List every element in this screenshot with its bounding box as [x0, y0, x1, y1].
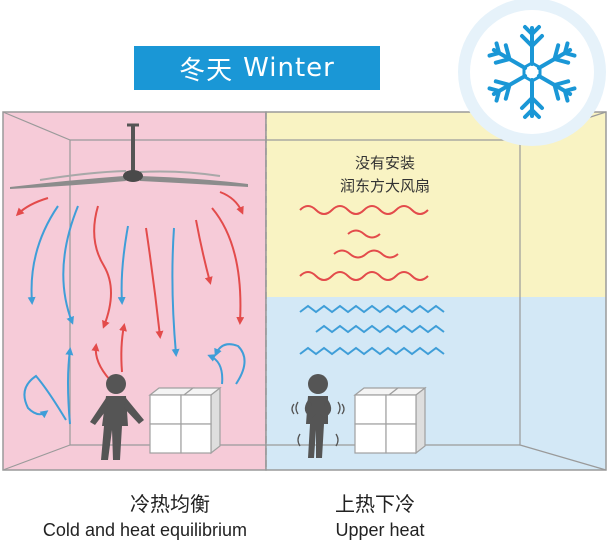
- left-caption-cn: 冷热均衡: [130, 492, 210, 516]
- cold-waves: [299, 304, 445, 356]
- ceiling-fan-icon: [10, 123, 248, 189]
- airflow-arrows: [15, 191, 246, 425]
- right-caption-en: Upper heat: [335, 520, 425, 540]
- season-title-banner: 冬天 Winter: [134, 46, 380, 90]
- right-caption-cn: 上热下冷: [335, 492, 415, 516]
- left-caption-en: Cold and heat equilibrium: [42, 520, 248, 540]
- season-title-cn: 冬天: [179, 55, 234, 86]
- box-stack-right: [353, 386, 427, 455]
- snowflake-icon: [458, 0, 606, 146]
- box-stack-left: [148, 386, 222, 455]
- heat-waves: [299, 205, 429, 281]
- person-shivering-icon: [291, 374, 345, 458]
- no-fan-note-line2: 润东方大风扇: [339, 177, 430, 195]
- no-fan-note: 没有安装 润东方大风扇: [300, 152, 470, 198]
- season-title-en: Winter: [243, 53, 335, 83]
- person-comfortable-icon: [90, 374, 144, 460]
- no-fan-note-line1: 没有安装: [354, 154, 415, 172]
